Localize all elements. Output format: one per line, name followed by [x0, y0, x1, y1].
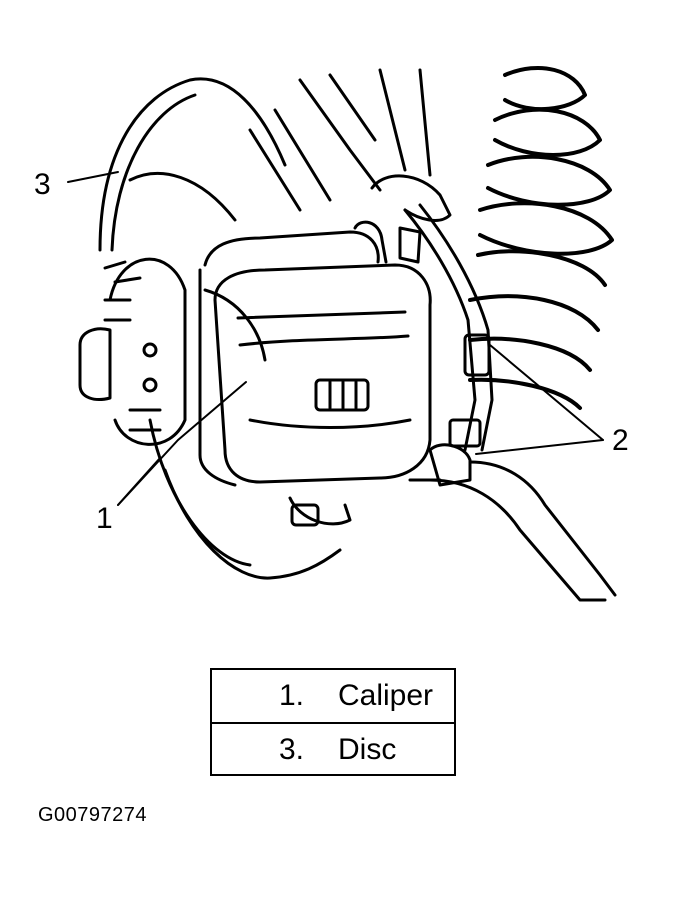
callout-3: 3 [34, 168, 51, 201]
brake-disc [98, 77, 342, 580]
legend-table: 1. Caliper 3. Disc [210, 668, 456, 776]
brake-assembly-illustration [67, 66, 617, 602]
legend-row: 3. Disc [212, 722, 454, 776]
coil-spring [468, 66, 614, 410]
callout-1: 1 [96, 502, 113, 535]
legend-number: 1. [278, 679, 304, 712]
legend-label: Caliper [338, 679, 434, 712]
figure-id: G00797274 [38, 804, 148, 826]
callout-leaders [67, 171, 604, 506]
caliper [198, 220, 432, 527]
suspension-strut [248, 68, 432, 212]
legend-label: Disc [338, 733, 397, 766]
wheel-hub [78, 257, 187, 446]
legend-row: 1. Caliper [212, 670, 454, 722]
callout-2: 2 [612, 424, 629, 457]
legend-number: 3. [278, 733, 304, 766]
brake-hose [370, 174, 617, 602]
